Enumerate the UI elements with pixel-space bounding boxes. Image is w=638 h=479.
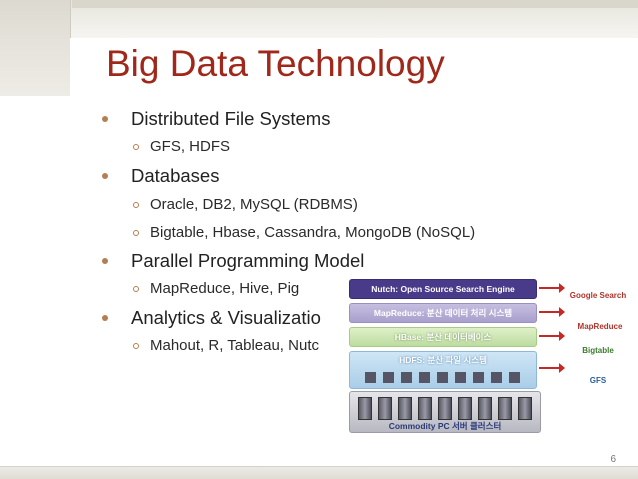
- bullet-item: Distributed File Systems: [102, 108, 330, 130]
- disk-icon: [509, 372, 520, 383]
- sub-bullet-item: MapReduce, Hive, Pig: [133, 280, 299, 298]
- frame-bottom-band: [0, 466, 638, 479]
- server-icon: [418, 397, 432, 420]
- disk-icon: [419, 372, 430, 383]
- sub-bullet-item: GFS, HDFS: [133, 138, 230, 156]
- sub-bullet-text: MapReduce, Hive, Pig: [150, 280, 300, 297]
- cluster-label: Commodity PC 서버 클러스터: [388, 421, 502, 431]
- sub-bullet-ring-icon: [133, 202, 139, 208]
- layer-nutch: Nutch: Open Source Search Engine: [349, 279, 537, 299]
- bullet-text: Parallel Programming Model: [131, 250, 365, 271]
- bullet-text: Databases: [131, 165, 220, 186]
- side-label-gfs: GFS: [589, 376, 607, 385]
- server-icon: [498, 397, 512, 420]
- disk-icon: [401, 372, 412, 383]
- disk-icon: [365, 372, 376, 383]
- side-label-mapreduce: MapReduce: [577, 322, 623, 331]
- side-label-bigtable: Bigtable: [582, 346, 614, 355]
- server-icon: [518, 397, 532, 420]
- arrow-icon: [539, 363, 565, 373]
- sub-bullet-item: Oracle, DB2, MySQL (RDBMS): [133, 196, 358, 214]
- server-icon: [358, 397, 372, 420]
- bullet-dot-icon: [102, 116, 108, 122]
- bullet-item: Databases: [102, 165, 219, 187]
- hadoop-stack-diagram: Nutch: Open Source Search Engine MapRedu…: [345, 277, 638, 437]
- server-icon: [478, 397, 492, 420]
- disk-icon: [491, 372, 502, 383]
- server-icon: [438, 397, 452, 420]
- layer-mapreduce: MapReduce: 분산 데이터 처리 시스템: [349, 303, 537, 323]
- hdfs-blocks: [365, 369, 525, 383]
- sub-bullet-ring-icon: [133, 230, 139, 236]
- bullet-text: Analytics & Visualizatio: [131, 307, 321, 328]
- bullet-text: Distributed File Systems: [131, 108, 331, 129]
- sub-bullet-item: Mahout, R, Tableau, Nutc: [133, 337, 319, 355]
- slide-title: Big Data Technology: [106, 43, 445, 84]
- bullet-dot-icon: [102, 315, 108, 321]
- sub-bullet-text: Mahout, R, Tableau, Nutc: [150, 337, 319, 354]
- title-band: [70, 38, 638, 96]
- sub-bullet-text: Oracle, DB2, MySQL (RDBMS): [150, 196, 358, 213]
- sub-bullet-text: Bigtable, Hbase, Cassandra, MongoDB (NoS…: [150, 224, 476, 241]
- side-label-google-search: Google Search: [569, 291, 627, 300]
- server-icon: [398, 397, 412, 420]
- server-icon: [378, 397, 392, 420]
- disk-icon: [437, 372, 448, 383]
- arrow-icon: [539, 331, 565, 341]
- frame-top-strip: [72, 0, 638, 8]
- bullet-item: Analytics & Visualizatio: [102, 307, 321, 329]
- arrow-icon: [539, 307, 565, 317]
- bullet-item: Parallel Programming Model: [102, 250, 364, 272]
- server-cluster: Commodity PC 서버 클러스터: [349, 391, 541, 433]
- layer-hdfs-label: HDFS: 분산 파일 시스템: [399, 355, 487, 365]
- sub-bullet-text: GFS, HDFS: [150, 138, 231, 155]
- server-icon: [458, 397, 472, 420]
- sub-bullet-ring-icon: [133, 144, 139, 150]
- disk-icon: [383, 372, 394, 383]
- arrow-icon: [539, 283, 565, 293]
- disk-icon: [473, 372, 484, 383]
- sub-bullet-ring-icon: [133, 286, 139, 292]
- sub-bullet-ring-icon: [133, 343, 139, 349]
- bullet-dot-icon: [102, 258, 108, 264]
- page-number: 6: [610, 454, 616, 465]
- layer-hbase: HBase: 분산 데이터베이스: [349, 327, 537, 347]
- sub-bullet-item: Bigtable, Hbase, Cassandra, MongoDB (NoS…: [133, 224, 475, 242]
- bullet-dot-icon: [102, 173, 108, 179]
- frame-left-band: [0, 0, 71, 96]
- disk-icon: [455, 372, 466, 383]
